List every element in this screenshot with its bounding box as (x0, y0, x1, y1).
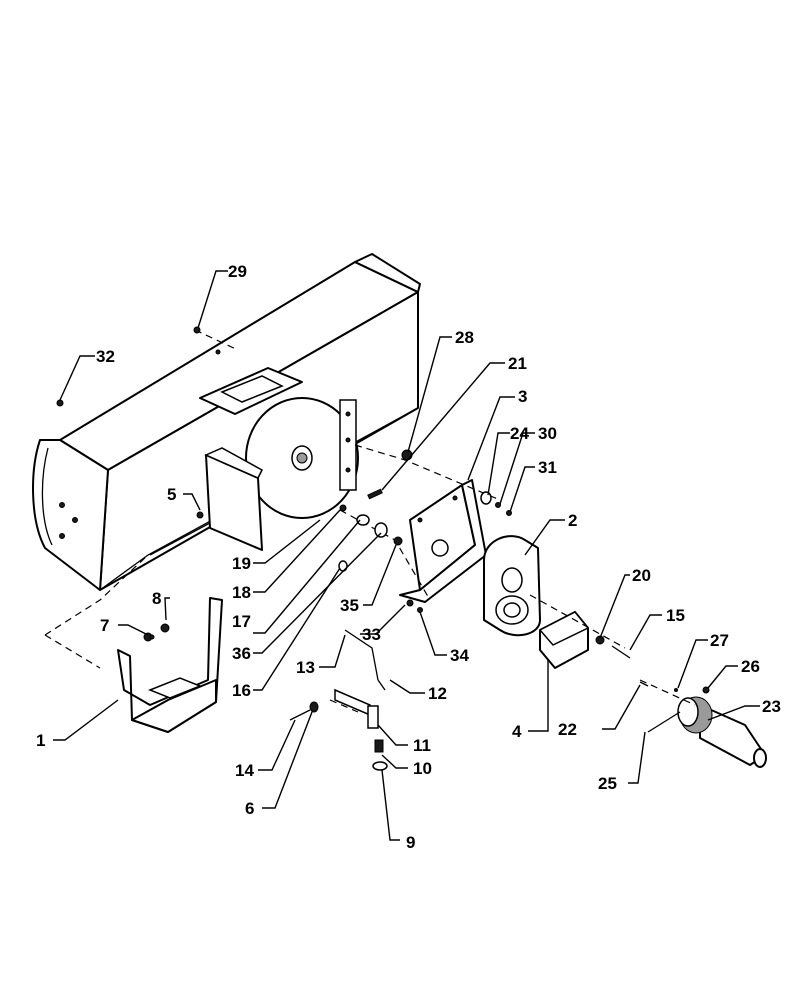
gearbox-plate (399, 479, 487, 603)
callout-9: 9 (406, 833, 415, 852)
callout-labels: 1 2 3 4 5 6 7 8 9 10 11 12 13 14 15 16 1… (36, 262, 781, 852)
callout-36: 36 (232, 644, 251, 663)
callout-23: 23 (762, 697, 781, 716)
callout-35: 35 (340, 596, 359, 615)
callout-3: 3 (518, 387, 527, 406)
callout-11: 11 (413, 736, 431, 755)
hardware-fasteners (56, 326, 710, 733)
pto-shaft (677, 696, 767, 768)
callout-8: 8 (152, 589, 161, 608)
impeller-housing (199, 367, 359, 519)
callout-29: 29 (228, 262, 247, 281)
callout-6: 6 (245, 799, 254, 818)
callout-26: 26 (741, 657, 760, 676)
callout-17: 17 (232, 612, 251, 631)
callout-10: 10 (413, 759, 432, 778)
callout-22: 22 (558, 720, 577, 739)
callout-31: 31 (538, 458, 557, 477)
mount-bracket (204, 447, 263, 551)
callout-18: 18 (232, 583, 251, 602)
lever-assembly (334, 629, 388, 771)
callout-4: 4 (512, 722, 522, 741)
callout-1: 1 (36, 731, 45, 750)
blower-housing (32, 253, 421, 591)
callout-5: 5 (167, 485, 176, 504)
callout-20: 20 (632, 566, 651, 585)
callout-19: 19 (232, 554, 251, 573)
leader-lines (53, 270, 760, 841)
callout-21: 21 (508, 354, 527, 373)
pto-shield (538, 611, 590, 669)
callout-28: 28 (455, 328, 474, 347)
callout-12: 12 (428, 684, 447, 703)
callout-33: 33 (362, 625, 381, 644)
callout-15: 15 (666, 606, 685, 625)
callout-34: 34 (450, 646, 469, 665)
callout-13: 13 (296, 658, 315, 677)
callout-27: 27 (710, 631, 729, 650)
callout-30: 30 (538, 424, 557, 443)
lower-bracket (117, 597, 223, 733)
callout-25: 25 (598, 774, 617, 793)
gearbox (483, 535, 541, 637)
callout-14: 14 (235, 761, 254, 780)
callout-32: 32 (96, 347, 115, 366)
callout-16: 16 (232, 681, 251, 700)
callout-2: 2 (568, 511, 577, 530)
callout-7: 7 (100, 616, 109, 635)
callout-24: 24 (510, 424, 529, 443)
